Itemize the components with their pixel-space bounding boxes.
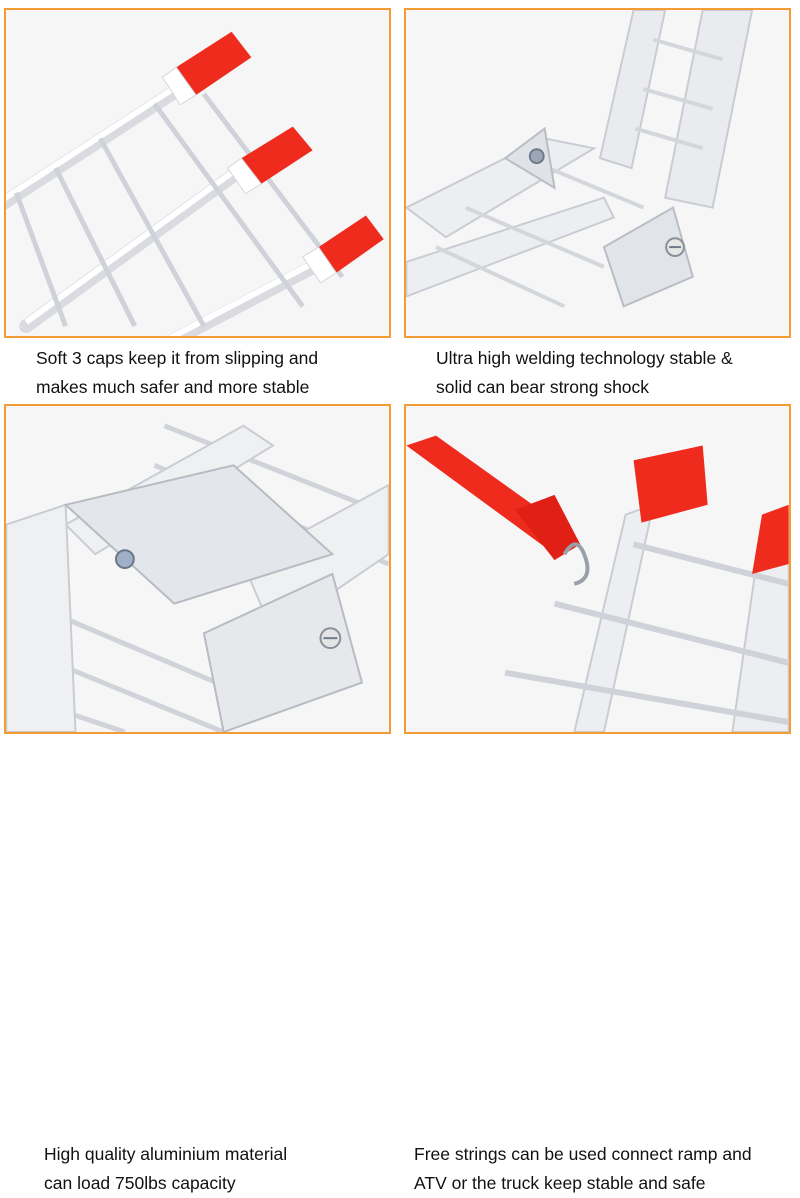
strings-photo (404, 404, 791, 734)
material-caption: High quality aluminium material can load… (44, 1140, 399, 1198)
caption-line: makes much safer and more stable (36, 377, 310, 397)
caps-panel: Soft 3 caps keep it from slipping and ma… (4, 8, 391, 397)
caption-line: can load 750lbs capacity (44, 1173, 236, 1193)
caption-line: ATV or the truck keep stable and safe (414, 1173, 706, 1193)
ramp-caps-image (6, 10, 389, 336)
welding-panel: Ultra high welding technology stable & s… (404, 8, 791, 397)
strap-hook-image (406, 406, 789, 732)
welding-caption: Ultra high welding technology stable & s… (436, 344, 791, 402)
caption-line: Free strings can be used connect ramp an… (414, 1144, 752, 1164)
caption-line: solid can bear strong shock (436, 377, 650, 397)
ramp-hinge-weld-image (406, 10, 789, 336)
material-panel: High quality aluminium material can load… (4, 404, 391, 1193)
caps-caption: Soft 3 caps keep it from slipping and ma… (36, 344, 391, 402)
strings-panel: Free strings can be used connect ramp an… (404, 404, 791, 1193)
ramp-hinge-bolt-image (6, 406, 389, 732)
caption-line: High quality aluminium material (44, 1144, 288, 1164)
caption-line: Soft 3 caps keep it from slipping and (36, 348, 319, 368)
strings-caption: Free strings can be used connect ramp an… (414, 1140, 769, 1198)
welding-photo (404, 8, 791, 338)
caps-photo (4, 8, 391, 338)
material-photo (4, 404, 391, 734)
caption-line: Ultra high welding technology stable & (436, 348, 733, 368)
